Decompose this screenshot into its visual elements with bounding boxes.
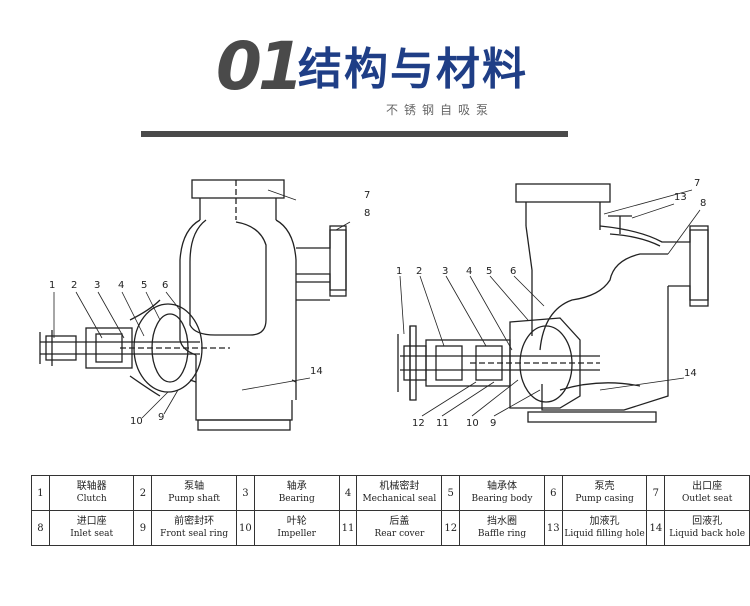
part-name-en: Bearing body [471,494,533,504]
left-label: 3 [94,280,100,291]
part-name-cn: 后盖 [389,516,410,527]
part-number: 11 [338,510,358,546]
part-name: 轴承 Bearing [253,475,340,511]
section-number: 01 [216,28,304,105]
part-name-en: Outlet seat [681,494,733,504]
part-name-en: Inlet seat [70,529,114,539]
legend-row: 8 进口座 Inlet seat 9 前密封环 Front seal ring 10… [31,510,750,546]
left-label: 4 [118,280,124,291]
part-number: 5 [441,475,461,511]
right-label: 2 [416,266,422,277]
part-name-en: Liquid filling hole [564,529,645,539]
left-label: 1 [49,280,55,291]
right-label: 10 [466,418,479,429]
part-number: 6 [543,475,563,511]
header: 01 结构与材料 不锈钢自吸泵 [0,0,750,140]
part-name-cn: 泵壳 [594,481,615,492]
part-number: 10 [235,510,255,546]
part-number: 2 [133,475,153,511]
legend-row: 1 联轴器 Clutch 2 泵轴 Pump shaft 3 轴承 Bearing 4… [31,475,750,511]
part-name: 联轴器 Clutch [48,475,135,511]
part-name-en: Front seal ring [160,529,229,539]
part-name-cn: 加液孔 [589,516,620,527]
part-name-en: Impeller [277,529,316,539]
part-name: 泵壳 Pump casing [561,475,648,511]
part-number: 1 [31,475,50,511]
part-name: 前密封环 Front seal ring [151,510,237,546]
right-label: 6 [510,266,516,277]
part-name: 后盖 Rear cover [356,510,443,546]
part-number: 9 [133,510,153,546]
part-name-cn: 进口座 [76,516,107,527]
header-divider [141,131,568,137]
part-name-cn: 出口座 [692,481,723,492]
right-label: 7 [694,178,700,189]
left-label: 14 [310,366,323,377]
right-label: 5 [486,266,492,277]
part-name-en: Pump shaft [168,494,221,504]
part-name-en: Bearing [278,494,315,504]
part-number: 13 [543,510,563,546]
part-name: 叶轮 Impeller [253,510,340,546]
part-name-cn: 轴承 [286,481,307,492]
part-number: 3 [235,475,255,511]
right-label: 3 [442,266,448,277]
part-number: 8 [31,510,50,546]
part-name-en: Pump casing [575,494,634,504]
part-name: 出口座 Outlet seat [664,475,750,511]
right-labels: 1 2 3 4 5 6 7 13 8 14 12 11 10 9 [396,178,706,429]
page-subtitle: 不锈钢自吸泵 [386,103,495,117]
part-name-cn: 回液孔 [692,516,723,527]
part-name-en: Liquid back hole [669,529,746,539]
part-name-cn: 叶轮 [286,516,307,527]
part-name: 挡水圈 Baffle ring [459,510,545,546]
part-name-en: Clutch [76,494,107,504]
part-name-en: Mechanical seal [362,494,437,504]
left-label: 10 [130,416,143,427]
right-label: 4 [466,266,472,277]
page-title: 结构与材料 [298,44,528,95]
right-pump-drawing [397,183,709,423]
left-label: 5 [141,280,147,291]
right-label: 12 [412,418,425,429]
part-name-cn: 轴承体 [487,481,517,492]
part-name-cn: 机械密封 [379,481,420,492]
part-name-en: Rear cover [374,529,425,539]
callouts [53,189,701,419]
part-name: 回液孔 Liquid back hole [664,510,750,546]
part-name-cn: 挡水圈 [487,516,517,527]
part-number: 12 [441,510,461,546]
part-number: 4 [338,475,358,511]
left-pump-drawing [39,179,347,431]
right-label: 9 [490,418,496,429]
left-label: 2 [71,280,77,291]
part-name-cn: 泵轴 [184,481,205,492]
right-label: 11 [436,418,449,429]
part-name: 轴承体 Bearing body [459,475,545,511]
part-name-en: Baffle ring [477,529,527,539]
right-label: 1 [396,266,402,277]
left-label: 6 [162,280,168,291]
left-label: 8 [364,208,370,219]
left-label: 7 [364,190,370,201]
parts-legend-table: 1 联轴器 Clutch 2 泵轴 Pump shaft 3 轴承 Bearing 4… [31,475,750,546]
part-name: 加液孔 Liquid filling hole [561,510,648,546]
pump-structure-diagram: 1 2 3 4 5 6 7 8 14 10 9 1 2 3 4 5 6 7 13… [39,178,709,431]
part-number: 7 [646,475,666,511]
part-name: 进口座 Inlet seat [48,510,135,546]
left-labels: 1 2 3 4 5 6 7 8 14 10 9 [49,190,370,427]
part-name-cn: 前密封环 [174,516,215,527]
part-name: 机械密封 Mechanical seal [356,475,443,511]
part-number: 14 [646,510,666,546]
part-name-cn: 联轴器 [76,481,107,492]
left-label: 9 [158,412,164,423]
right-label: 14 [684,368,697,379]
right-label: 13 [674,192,687,203]
part-name: 泵轴 Pump shaft [151,475,237,511]
right-label: 8 [700,198,706,209]
